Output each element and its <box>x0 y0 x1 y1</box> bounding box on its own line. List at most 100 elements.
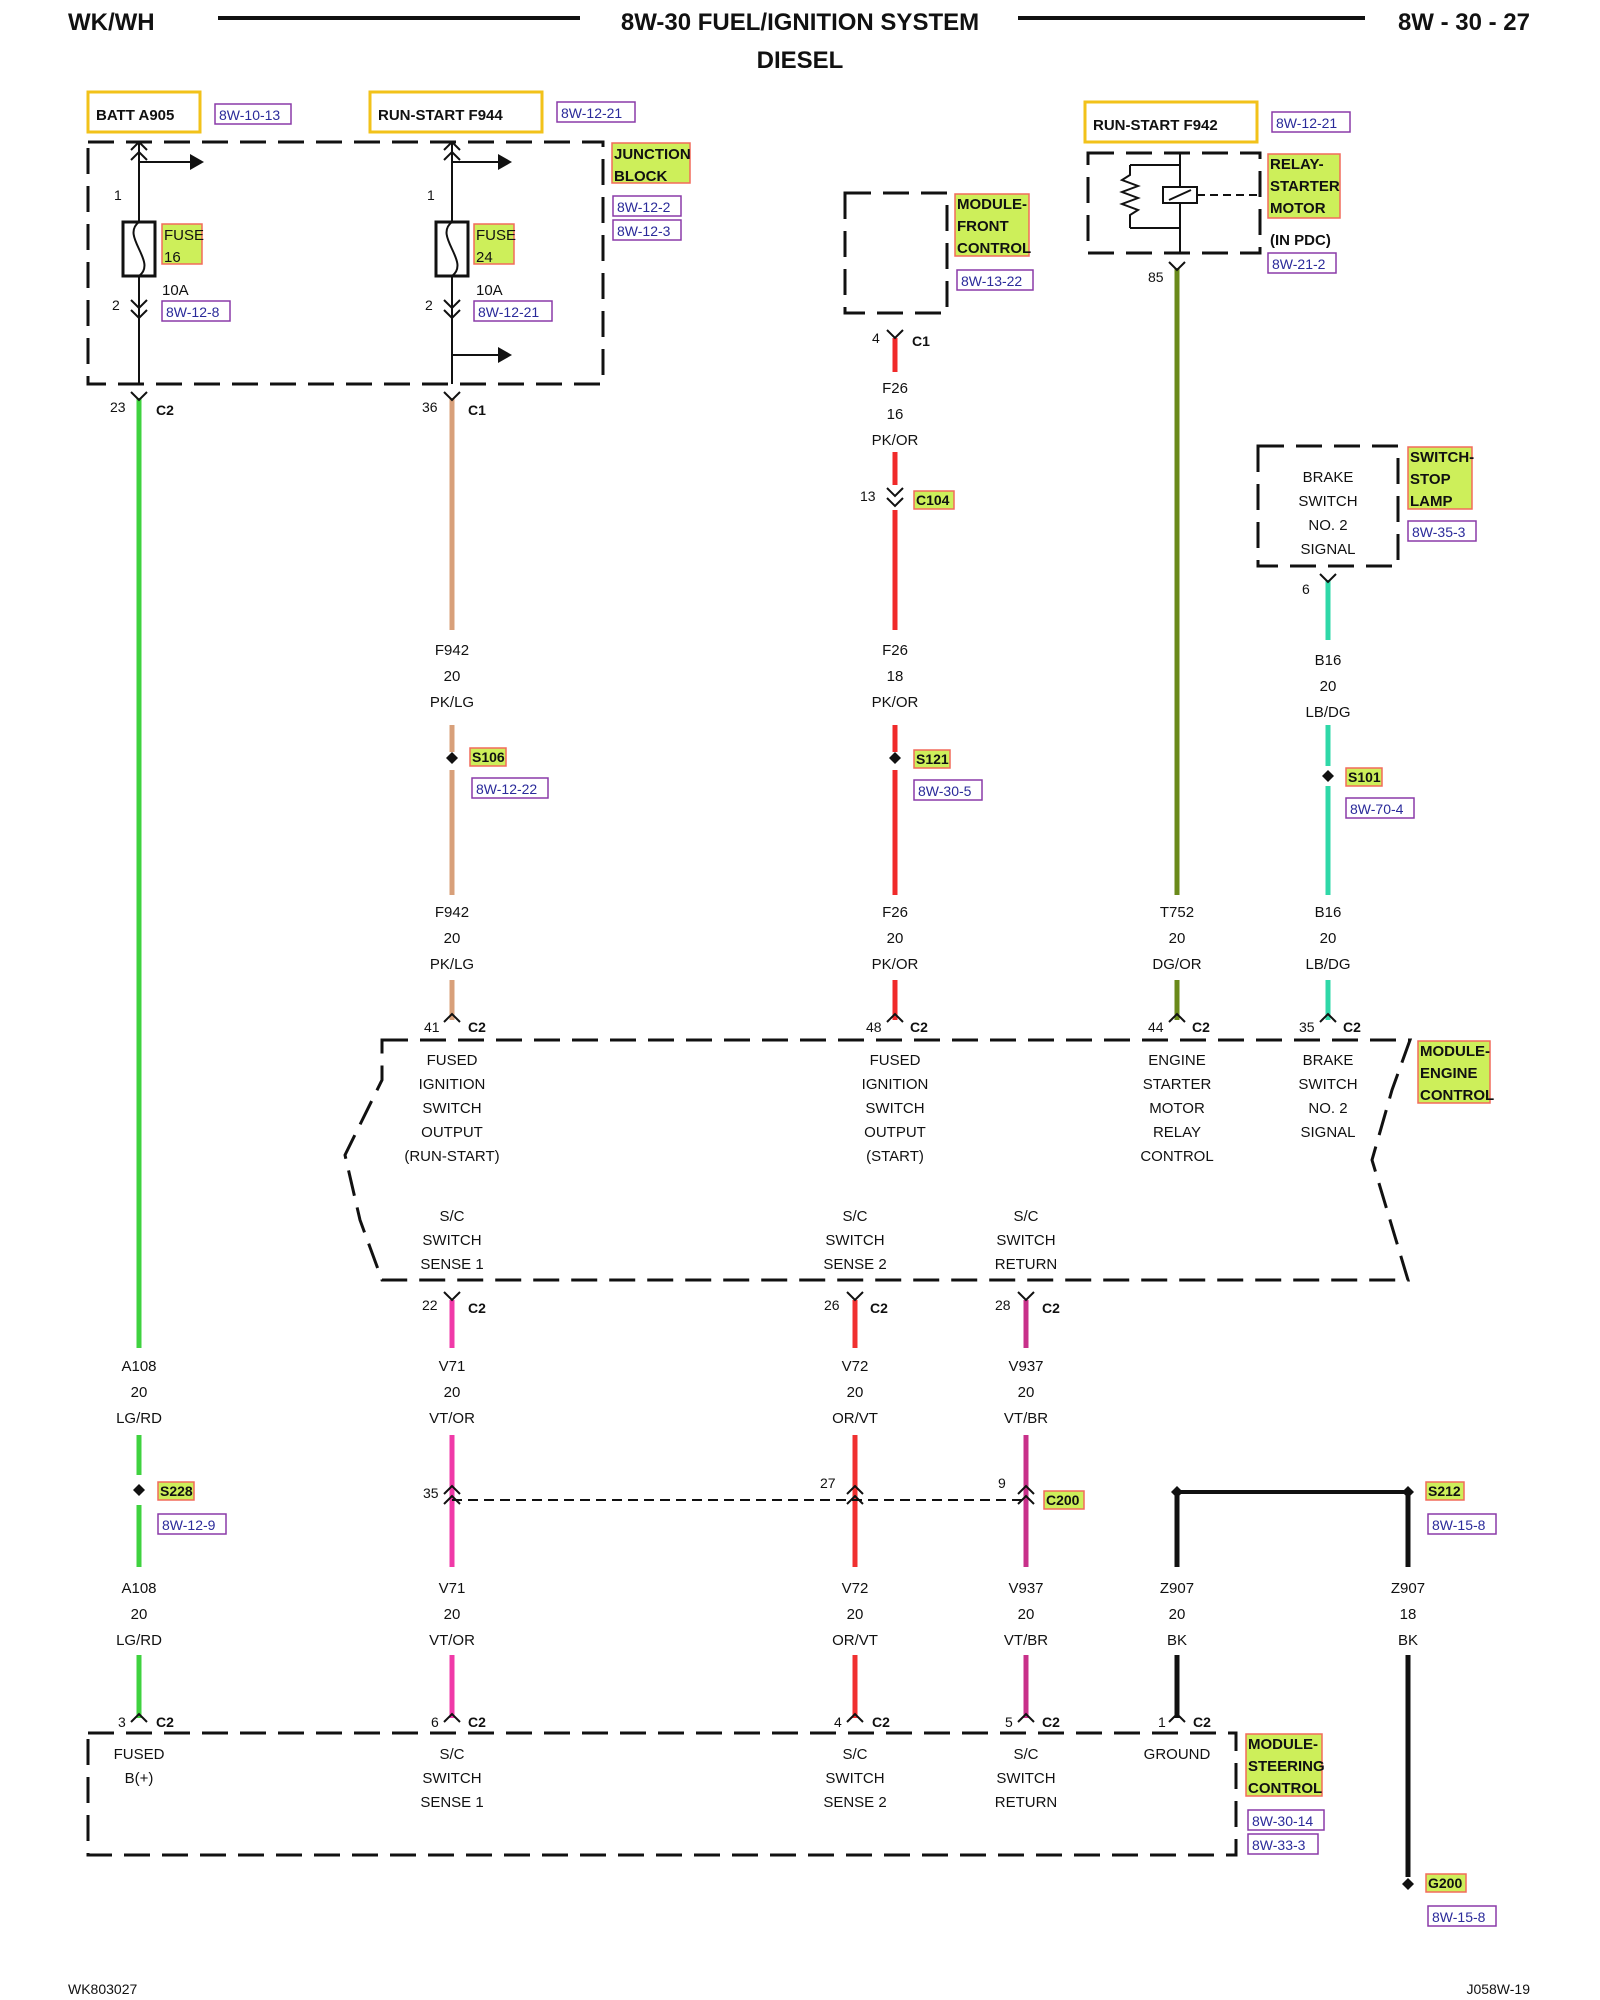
wire-b16b-circuit: B16 <box>1315 904 1342 921</box>
ecm-conn-22: C2 <box>468 1300 486 1316</box>
jb-conn-c2: C2 <box>156 402 174 418</box>
jb-ref-1[interactable]: 8W-12-2 <box>617 199 671 215</box>
page-number: 8W - 30 - 27 <box>1398 9 1530 36</box>
fuse24-ref[interactable]: 8W-12-21 <box>478 304 539 320</box>
mfc-pin-4: 4 <box>872 330 880 346</box>
fuse24-element <box>445 221 459 277</box>
s101-ref[interactable]: 8W-70-4 <box>1350 801 1404 817</box>
chev-ecm-48 <box>886 1012 904 1023</box>
wire-v937b-color: VT/BR <box>1004 1632 1048 1649</box>
wire-f26b-circuit: F26 <box>882 642 908 659</box>
c200-tag-bg <box>1043 1490 1085 1510</box>
ecm-fn5-l1: S/C <box>439 1208 464 1225</box>
front-control-module-outline <box>843 191 949 315</box>
ecm-fn7-l3: RETURN <box>995 1256 1058 1273</box>
scm-fn4-l3: RETURN <box>995 1794 1058 1811</box>
s106-label: S106 <box>472 749 505 765</box>
ecm-fn1-l1: FUSED <box>427 1052 478 1069</box>
wire-b16a-color: LB/DG <box>1305 704 1350 721</box>
ecm-name-1: MODULE- <box>1420 1043 1490 1060</box>
g200-ref-box <box>1427 1905 1497 1927</box>
dot-s106 <box>446 752 458 764</box>
ecm-fn7-l2: SWITCH <box>996 1232 1055 1249</box>
steering-control-module-outline <box>86 1731 1238 1857</box>
scm-name-3: CONTROL <box>1248 1780 1322 1797</box>
batt-source-box <box>86 90 202 134</box>
c200-label: C200 <box>1046 1492 1080 1508</box>
chev-stop-6 <box>1319 573 1337 584</box>
stop-lamp-ref[interactable]: 8W-35-3 <box>1412 524 1466 540</box>
scm-ref-1[interactable]: 8W-30-14 <box>1252 1813 1313 1829</box>
front-control-ref[interactable]: 8W-13-22 <box>961 273 1022 289</box>
jb-conn-c1: C1 <box>468 402 486 418</box>
s228-tag-bg <box>157 1481 195 1501</box>
ecm-fn4-l3: NO. 2 <box>1308 1100 1347 1117</box>
starter-relay-name-2: STARTER <box>1270 178 1340 195</box>
chev-scm-3 <box>130 1712 148 1723</box>
wire-f942b-circuit: F942 <box>435 904 469 921</box>
scm-conn-5: C2 <box>1042 1714 1060 1730</box>
scm-fn3-l1: S/C <box>842 1746 867 1763</box>
ecm-fn1-l2: IGNITION <box>419 1076 486 1093</box>
ecm-fn3-l1: ENGINE <box>1148 1052 1206 1069</box>
ecm-fn1-l3: SWITCH <box>422 1100 481 1117</box>
wire-b16a-gauge: 20 <box>1320 678 1337 695</box>
chev-ecm-28 <box>1017 1291 1035 1302</box>
wire-f942b-gauge: 20 <box>444 930 461 947</box>
scm-fn2-l3: SENSE 1 <box>420 1794 483 1811</box>
f944-source-box <box>368 90 544 134</box>
c104-label: C104 <box>916 492 950 508</box>
c104-tag-bg <box>913 490 955 510</box>
fuse16-ref-box <box>161 300 231 322</box>
c200-pin-35: 35 <box>423 1485 439 1501</box>
scm-conn-1: C2 <box>1193 1714 1211 1730</box>
f942-ref-box <box>1271 111 1351 133</box>
splice-dots <box>133 752 1414 1890</box>
page-title: 8W-30 FUEL/IGNITION SYSTEM <box>621 9 979 36</box>
stop-lamp-name-3: LAMP <box>1410 493 1453 510</box>
chev-jb24-top <box>443 140 461 161</box>
f944-ref-box <box>556 101 636 123</box>
fuse16-ref[interactable]: 8W-12-8 <box>166 304 220 320</box>
wire-z907a-color: BK <box>1167 1632 1187 1649</box>
wire-v71b-circuit: V71 <box>439 1580 466 1597</box>
chev-jb24-bot <box>443 299 461 320</box>
scm-ref2-box <box>1247 1833 1319 1855</box>
engine-control-module-outline <box>343 1038 1413 1282</box>
scm-name-1: MODULE- <box>1248 1736 1318 1753</box>
s228-ref[interactable]: 8W-12-9 <box>162 1517 216 1533</box>
wire-v72a-circuit: V72 <box>842 1358 869 1375</box>
fuse24-pin-top: 1 <box>427 187 435 203</box>
wire-f26b-gauge: 18 <box>887 668 904 685</box>
starter-relay-note: (IN PDC) <box>1270 232 1331 249</box>
fuse24-amp: 10A <box>476 282 503 299</box>
starter-relay-ref[interactable]: 8W-21-2 <box>1272 256 1326 272</box>
scm-pin-1: 1 <box>1158 1714 1166 1730</box>
s212-ref[interactable]: 8W-15-8 <box>1432 1517 1486 1533</box>
g200-ref[interactable]: 8W-15-8 <box>1432 1909 1486 1925</box>
starter-relay-outline <box>1086 151 1262 255</box>
fuse24-ref-box <box>473 300 553 322</box>
c200-pin-9: 9 <box>998 1475 1006 1491</box>
jb-ref-2[interactable]: 8W-12-3 <box>617 223 671 239</box>
wire-f26c-color: PK/OR <box>872 956 919 973</box>
ecm-fn5-l3: SENSE 1 <box>420 1256 483 1273</box>
scm-conn-6: C2 <box>468 1714 486 1730</box>
stop-lamp-ref-box <box>1407 520 1477 542</box>
f942-ref[interactable]: 8W-12-21 <box>1276 115 1337 131</box>
s212-label: S212 <box>1428 1483 1461 1499</box>
scm-ref-2[interactable]: 8W-33-3 <box>1252 1837 1306 1853</box>
chev-ecm-35 <box>1319 1012 1337 1023</box>
chev-scm-4 <box>846 1712 864 1723</box>
f944-ref[interactable]: 8W-12-21 <box>561 105 622 121</box>
ecm-functions: FUSED IGNITION SWITCH OUTPUT (RUN-START)… <box>404 1052 1357 1273</box>
fuse24-arrow-bot-icon <box>498 347 512 363</box>
jb-pin-23: 23 <box>110 399 126 415</box>
batt-ref[interactable]: 8W-10-13 <box>219 107 280 123</box>
stop-lamp-name-2: STOP <box>1410 471 1451 488</box>
s212-ref-box <box>1427 1513 1497 1535</box>
ecm-pin-28: 28 <box>995 1297 1011 1313</box>
s121-ref[interactable]: 8W-30-5 <box>918 783 972 799</box>
ecm-pin-35: 35 <box>1299 1019 1315 1035</box>
s106-ref[interactable]: 8W-12-22 <box>476 781 537 797</box>
